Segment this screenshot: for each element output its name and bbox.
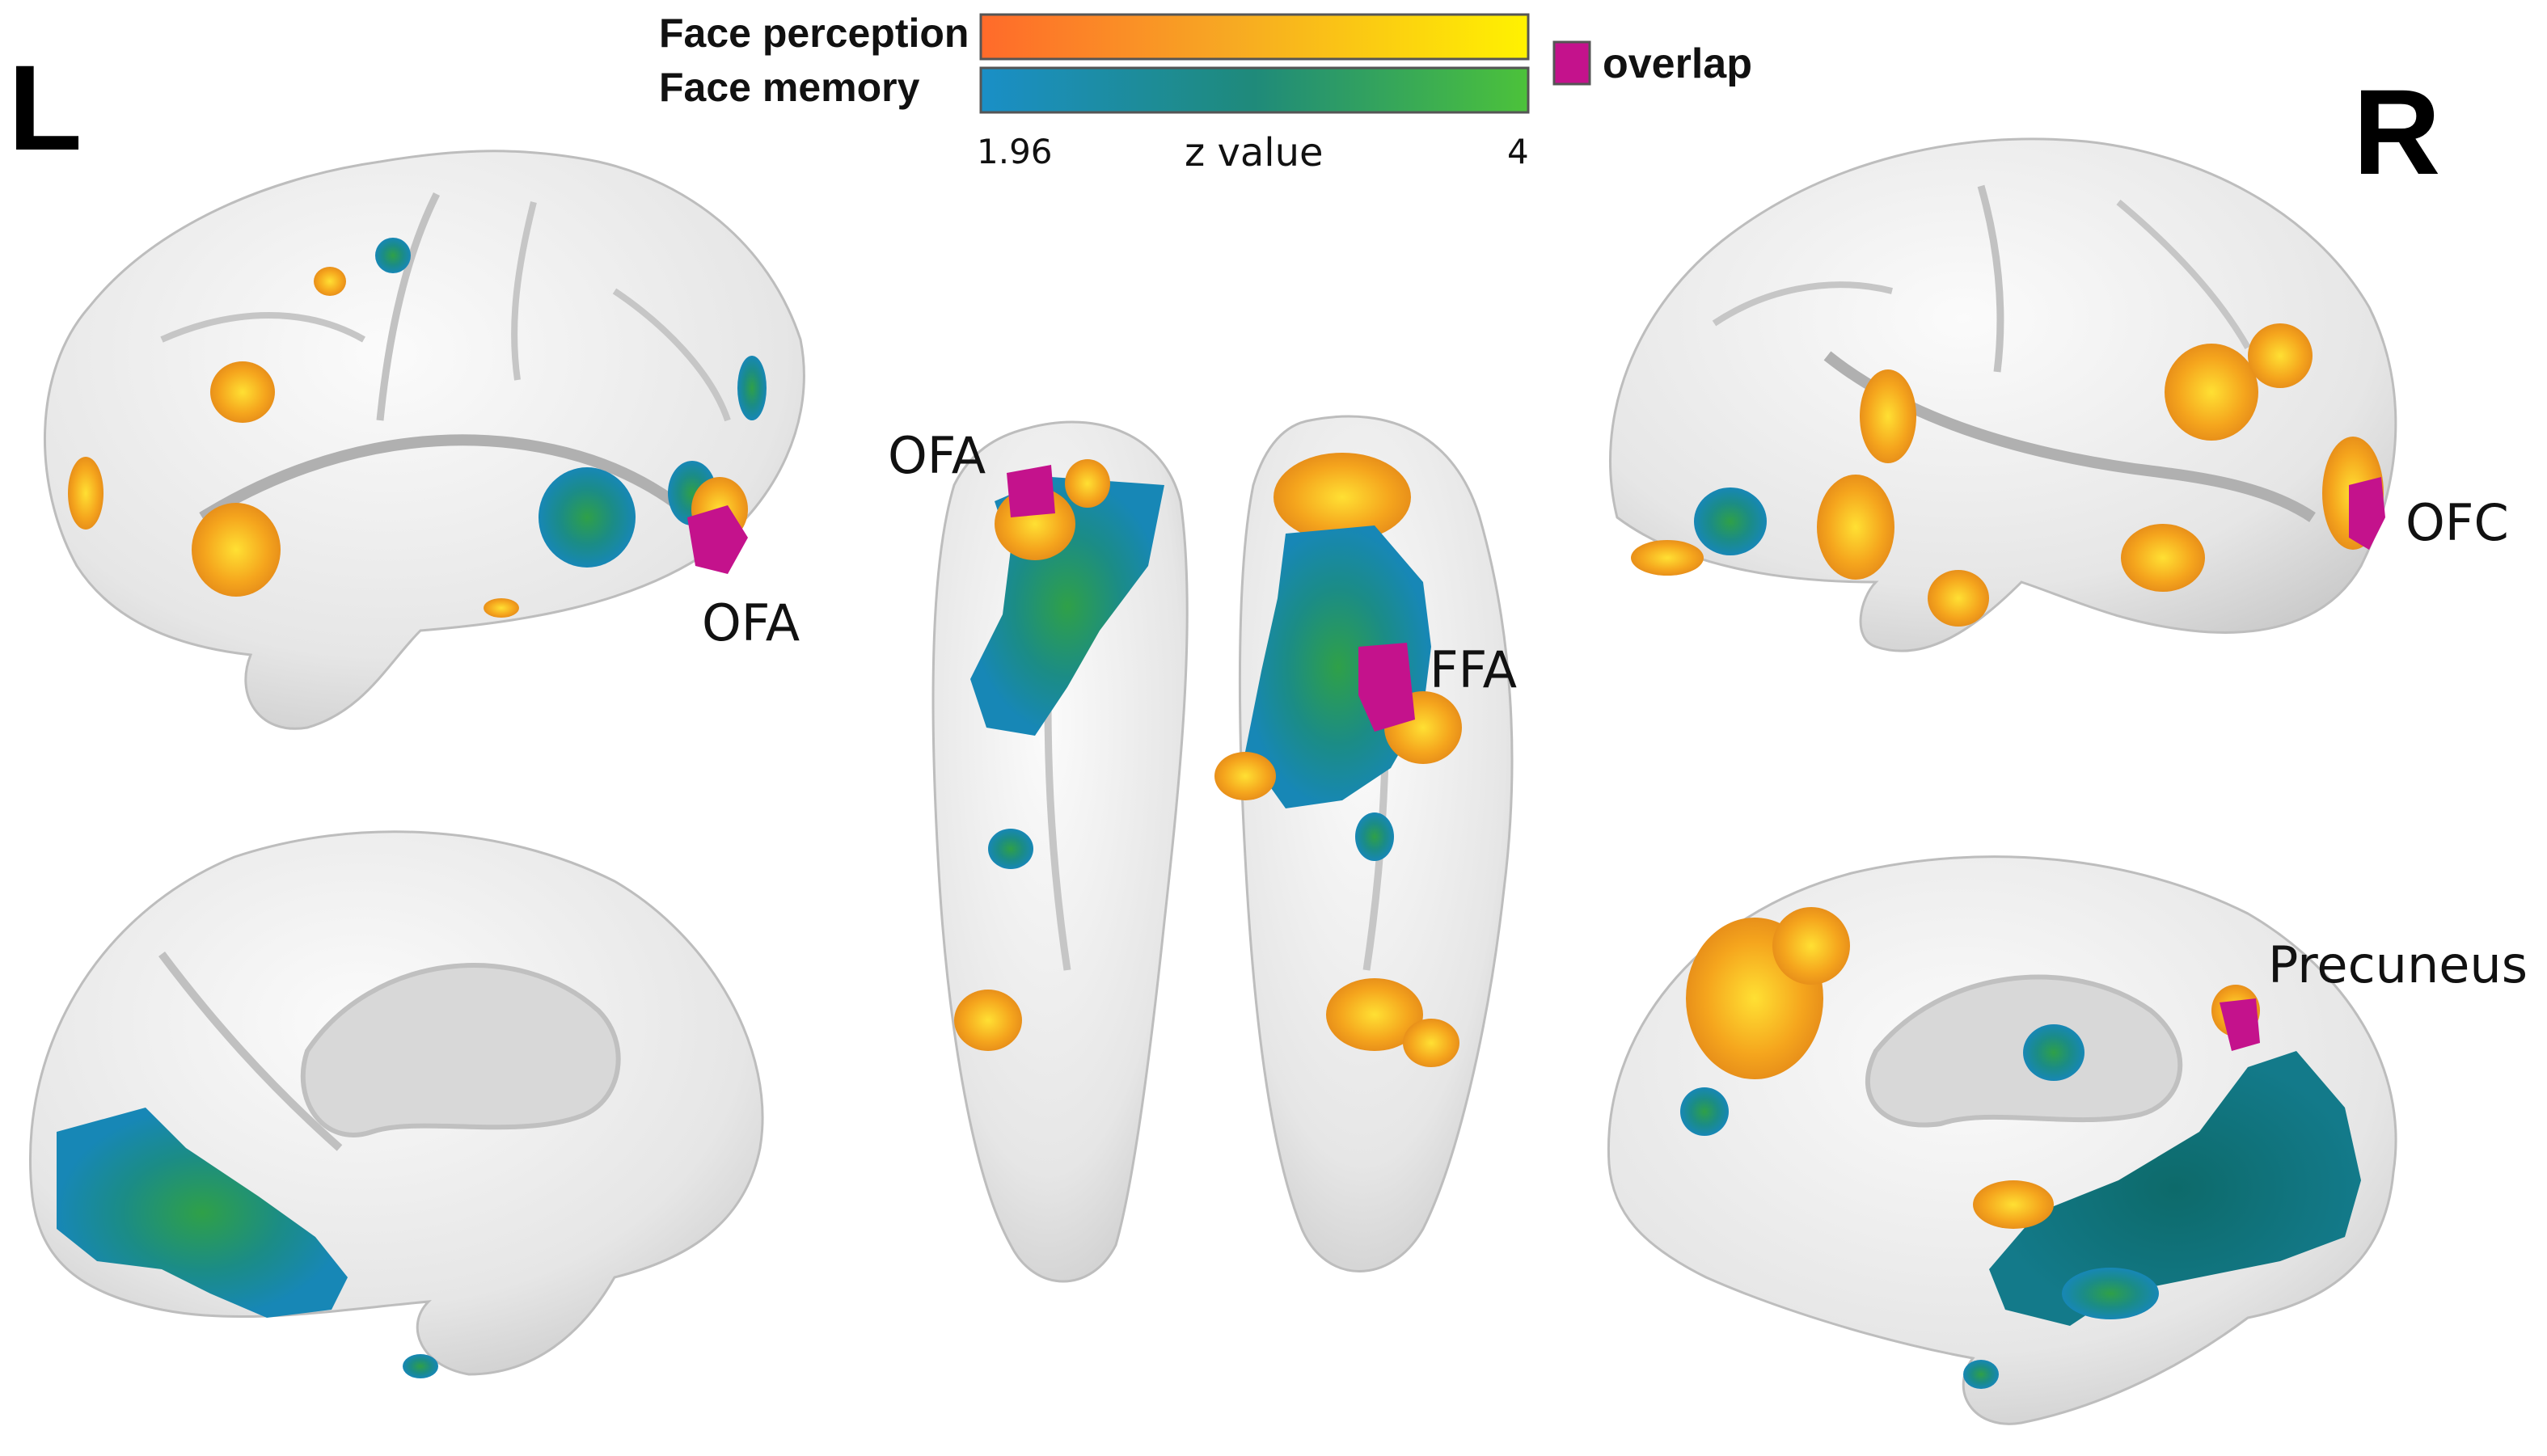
left-lat-blob-teal [539,467,636,568]
ventral-right-blob-orange [1326,978,1423,1051]
right-medial-precuneus-overlap [2220,998,2260,1051]
right-medial-blob-teal [1680,1087,1729,1136]
left-medial-blob-teal [403,1354,438,1378]
left-lat-blob-orange [314,267,346,296]
left-lat-blob-orange [484,598,519,618]
right-lat-blob-orange [1631,540,1704,576]
right-medial-precuneus-label: Precuneus [2268,935,2528,994]
left-medial-memory-cluster [57,1108,348,1318]
right-medial-memory-cluster [1989,1051,2361,1326]
left-lat-blob-teal [737,356,767,420]
legend-overlap-label: overlap [1603,40,1752,87]
right-lat-blob-teal [1694,487,1767,555]
left-sulcus-2 [511,201,537,381]
right-lateral-ofc-label: OFC [2406,493,2509,552]
left-lateral-brain [43,150,805,730]
left-sylvian-fissure [199,434,716,538]
ventral-ffa-label: FFA [1430,640,1517,699]
right-lat-blob-orange [1817,475,1894,580]
right-sulcus-2 [1712,281,1893,327]
right-lateral-cortex [1608,137,2397,652]
right-medial-blob-teal [2023,1024,2084,1081]
left-medial-sulcus [158,951,343,1151]
ventral-right-ffa-overlap [1358,643,1415,732]
right-medial-blob-teal [2062,1268,2159,1319]
left-sulcus-3 [160,312,365,343]
right-sulcus-1 [1977,184,2004,373]
left-medial-brain [28,830,764,1378]
right-medial-blob-teal [1963,1360,1999,1389]
right-lat-blob-orange [1928,570,1989,627]
right-hemisphere-label: R [2353,64,2440,200]
legend-perception-colorbar [979,13,1530,61]
ventral-left-ofa-overlap [1007,465,1055,517]
right-lat-blob-orange [2248,323,2313,388]
ventral-right-blob-orange [1274,453,1411,542]
ventral-left-blob-orange [954,990,1022,1051]
left-lat-ofa-overlap [687,505,748,574]
ventral-right-memory-strip [1245,525,1431,808]
left-lat-blob-orange [192,503,281,597]
ventral-right-blob-teal [1355,812,1394,861]
left-corpus-callosum [300,963,621,1137]
left-lat-blob-orange [68,457,103,530]
ventral-right-blob-orange [1214,752,1276,800]
ventral-view-brain [931,415,1514,1283]
ventral-right-blob-orange [1403,1019,1459,1067]
right-lat-blob-orange [1860,369,1916,463]
legend-memory-label: Face memory [659,65,920,110]
right-medial-blob-orange [1973,1180,2054,1229]
left-lat-blob-teal [375,238,411,273]
legend-perception-label: Face perception [659,11,969,56]
ventral-left-blob-teal [988,829,1033,869]
left-sulcus-4 [612,288,731,422]
left-central-sulcus [376,192,441,421]
left-hemisphere-label: L [8,40,82,175]
right-medial-blob-orange [1772,907,1850,985]
ventral-ofa-label: OFA [888,426,986,485]
left-lateral-ofa-label: OFA [702,593,800,652]
legend-memory-colorbar [979,66,1530,114]
right-lateral-brain [1608,137,2397,652]
legend-tick-min: 1.96 [977,132,1053,171]
ventral-left-blob-orange [1065,459,1110,508]
legend: Face perception Face memory overlap 1.96… [659,11,1752,175]
right-lat-blob-orange [2121,524,2205,592]
legend-axis-label: z value [1185,130,1324,175]
right-medial-brain [1607,855,2397,1425]
left-lat-blob-orange [210,361,275,423]
right-lat-ofc-overlap [2349,477,2385,550]
legend-tick-max: 4 [1507,132,1529,171]
legend-overlap-swatch [1552,40,1591,86]
right-lat-blob-orange [2165,344,2258,441]
right-sulcus-3 [2116,199,2251,349]
